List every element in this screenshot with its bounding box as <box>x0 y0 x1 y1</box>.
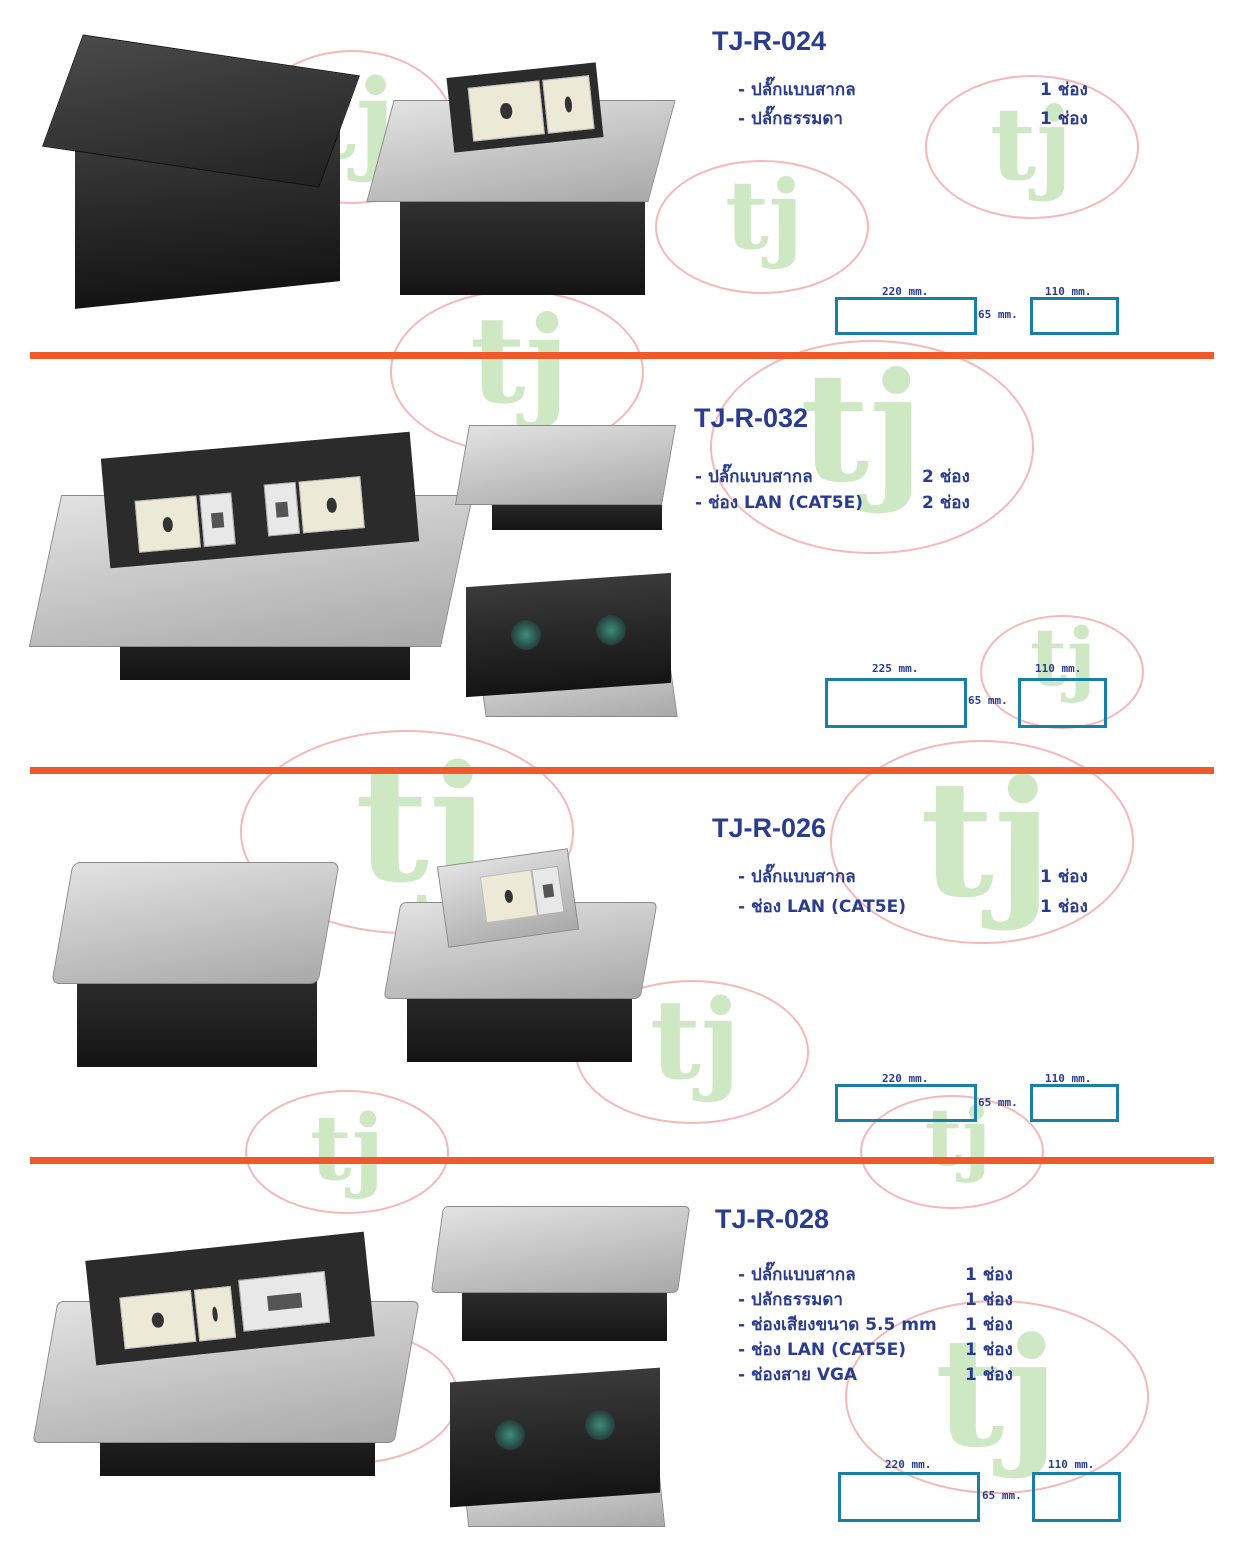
dimension-box-length <box>825 678 967 728</box>
spec-qty: 1 ช่อง <box>965 1290 1013 1310</box>
dimension-height: 65 mm. <box>968 694 1008 707</box>
dimension-box-width <box>1030 1084 1119 1122</box>
product-photo-open <box>28 425 474 685</box>
spec-qty: 1 ช่อง <box>965 1265 1013 1285</box>
product-photo-open <box>32 1231 420 1476</box>
spec-label: - ปลั๊กธรรมดา <box>738 109 843 129</box>
dimension-box-length <box>835 297 977 335</box>
dimension-box-width <box>1032 1472 1121 1522</box>
model-title: TJ-R-028 <box>715 1204 830 1234</box>
product-photo-bottom <box>450 1367 666 1530</box>
watermark-ring <box>925 75 1139 219</box>
dimension-height: 65 mm. <box>978 308 1018 321</box>
spec-label: - ช่องสาย VGA <box>738 1365 858 1385</box>
dimension-length: 220 mm. <box>882 285 929 298</box>
spec-qty: 2 ช่อง <box>922 493 970 513</box>
model-title: TJ-R-032 <box>694 403 809 433</box>
product-photo-closed <box>454 425 677 530</box>
watermark-text: tj <box>725 160 804 271</box>
dimension-width: 110 mm. <box>1045 285 1092 298</box>
model-title: TJ-R-024 <box>712 26 827 56</box>
dimension-length: 220 mm. <box>882 1072 929 1085</box>
product-photo-closed <box>51 862 340 1067</box>
dimension-box-length <box>835 1084 977 1122</box>
spec-qty: 1 ช่อง <box>1040 80 1088 100</box>
spec-qty: 2 ช่อง <box>922 467 970 487</box>
spec-qty: 1 ช่อง <box>1040 109 1088 129</box>
dimension-height: 65 mm. <box>982 1489 1022 1502</box>
dimension-length: 225 mm. <box>872 662 919 675</box>
spec-qty: 1 ช่อง <box>1040 897 1088 917</box>
section-divider <box>30 1157 1214 1164</box>
section-divider <box>30 767 1214 774</box>
watermark-text: tj <box>310 1095 385 1201</box>
watermark-ring <box>245 1090 449 1214</box>
watermark-text: tj <box>650 975 741 1104</box>
product-photo-closed <box>430 1206 691 1341</box>
spec-qty: 1 ช่อง <box>965 1315 1013 1335</box>
dimension-box-width <box>1030 297 1119 335</box>
dimension-height: 65 mm. <box>978 1096 1018 1109</box>
spec-label: - ช่อง LAN (CAT5E) <box>695 493 863 513</box>
product-photo-closed <box>42 34 360 309</box>
spec-label: - ปลั๊กแบบสากล <box>738 867 856 887</box>
product-photo-open <box>383 848 658 1067</box>
product-photo-bottom <box>466 572 678 720</box>
model-title: TJ-R-026 <box>712 813 827 843</box>
dimension-width: 110 mm. <box>1035 662 1082 675</box>
dimension-box-length <box>838 1472 980 1522</box>
watermark-ring <box>655 160 869 294</box>
watermark-text: tj <box>470 290 569 431</box>
spec-label: - ปลั๊กแบบสากล <box>695 467 813 487</box>
dimension-box-width <box>1018 678 1107 728</box>
watermark-ring <box>710 340 1034 554</box>
dimension-width: 110 mm. <box>1048 1458 1095 1471</box>
spec-label: - ช่องเสียงขนาด 5.5 mm <box>738 1315 937 1335</box>
section-divider <box>30 352 1214 359</box>
spec-label: - ปลั๊กแบบสากล <box>738 80 856 100</box>
spec-qty: 1 ช่อง <box>965 1365 1013 1385</box>
spec-qty: 1 ช่อง <box>965 1340 1013 1360</box>
product-photo-open <box>366 60 676 300</box>
spec-label: - ปลักธรรมดา <box>738 1290 843 1310</box>
spec-label: - ช่อง LAN (CAT5E) <box>738 897 906 917</box>
spec-qty: 1 ช่อง <box>1040 867 1088 887</box>
dimension-width: 110 mm. <box>1045 1072 1092 1085</box>
spec-label: - ช่อง LAN (CAT5E) <box>738 1340 906 1360</box>
dimension-length: 220 mm. <box>885 1458 932 1471</box>
spec-label: - ปลั๊กแบบสากล <box>738 1265 856 1285</box>
